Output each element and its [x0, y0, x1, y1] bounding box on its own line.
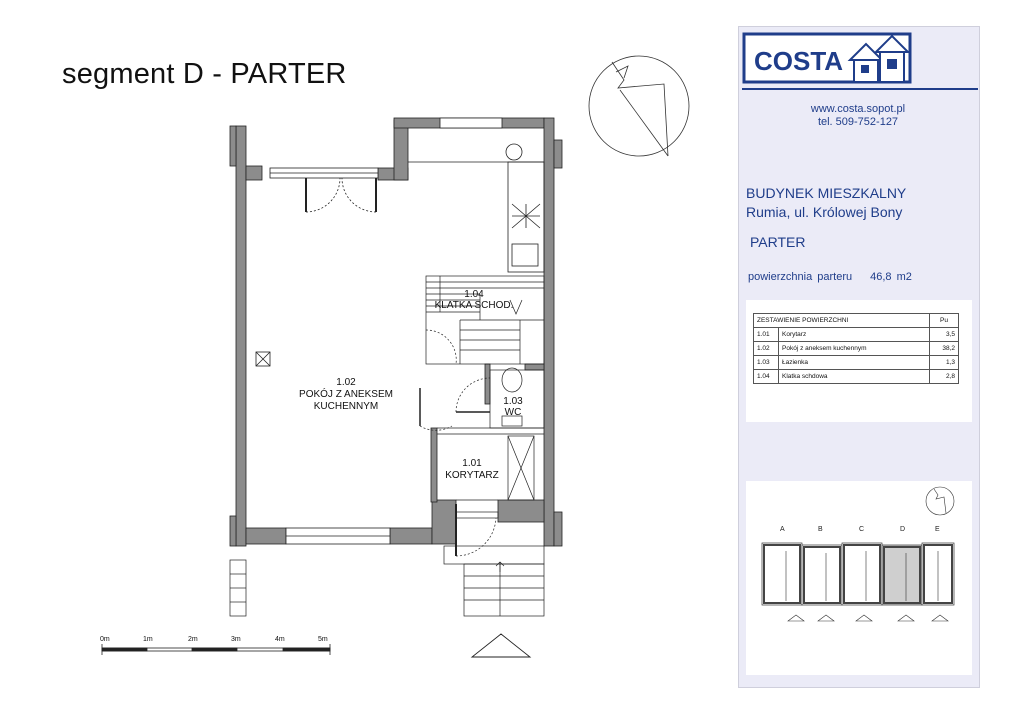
corridor [437, 427, 544, 557]
entrance-steps [229, 545, 545, 617]
orientation-triangle-icon [470, 633, 532, 658]
segment-label-d: D [900, 526, 905, 533]
row-no: 1.02 [753, 341, 779, 356]
building-type: BUDYNEK MIESZKALNY [746, 185, 907, 201]
costa-logo: COSTA [742, 32, 912, 84]
table-row: 1.01 Korytarz 3,5 [753, 327, 959, 342]
area-summary-table: ZESTAWIENIE POWIERZCHNI Pu 1.01 Korytarz… [753, 313, 959, 384]
table-row: 1.03 Łazienka 1,3 [753, 355, 959, 370]
room-label-pokoj: 1.02 POKÓJ Z ANEKSEM KUCHENNYM [299, 377, 393, 412]
north-arrow-icon [588, 55, 690, 157]
segment-label-e: E [935, 526, 940, 533]
scale-bar [101, 644, 331, 655]
scale-label-3: 3m [231, 636, 241, 643]
page-title: segment D - PARTER [62, 58, 347, 90]
walls [229, 117, 563, 547]
room-label-korytarz: 1.01 KORYTARZ [445, 458, 499, 481]
table-header-row: ZESTAWIENIE POWIERZCHNI Pu [753, 313, 959, 328]
table-header-pu: Pu [929, 313, 959, 328]
row-name: Klatka schdowa [778, 369, 930, 384]
area-label: powierzchnia parteru [748, 271, 853, 283]
building-address: Rumia, ul. Królowej Bony [746, 204, 903, 220]
phone-number: tel. 509-752-127 [817, 116, 899, 128]
row-no: 1.03 [753, 355, 779, 370]
scale-label-1: 1m [143, 636, 153, 643]
window-top [269, 167, 379, 213]
staircase [425, 275, 545, 365]
table-row: 1.02 Pokój z aneksem kuchennym 38,2 [753, 341, 959, 356]
row-name: Korytarz [778, 327, 930, 342]
floor-name: PARTER [750, 234, 806, 250]
segment-label-a: A [780, 526, 785, 533]
floor-area: powierzchnia parteru 46,8 m2 [748, 271, 912, 283]
segment-label-c: C [859, 526, 864, 533]
table-header-title: ZESTAWIENIE POWIERZCHNI [753, 313, 930, 328]
scale-label-5: 5m [318, 636, 328, 643]
building-info: BUDYNEK MIESZKALNY Rumia, ul. Królowej B… [746, 184, 906, 222]
segment-label-b: B [818, 526, 823, 533]
row-name: Łazienka [778, 355, 930, 370]
room-label-klatka: 1.04 KLATKA SCHOD. [434, 289, 514, 311]
website-link[interactable]: www.costa.sopot.pl [810, 103, 906, 115]
row-area: 2,8 [929, 369, 959, 384]
row-no: 1.01 [753, 327, 779, 342]
scale-label-0: 0m [100, 636, 110, 643]
site-north-icon [925, 486, 955, 516]
contact-info: www.costa.sopot.pl tel. 509-752-127 [738, 103, 978, 129]
table-row: 1.04 Klatka schdowa 2,8 [753, 369, 959, 384]
row-area: 3,5 [929, 327, 959, 342]
row-no: 1.04 [753, 369, 779, 384]
kitchen [408, 143, 545, 273]
logo-rule [742, 88, 978, 90]
house-logo-icon [847, 34, 911, 83]
window-top-right [439, 117, 503, 129]
scale-label-2: 2m [188, 636, 198, 643]
row-area: 38,2 [929, 341, 959, 356]
row-name: Pokój z aneksem kuchennym [778, 341, 930, 356]
vent-icon [255, 351, 271, 367]
area-value: 46,8 m2 [870, 271, 912, 283]
logo-text: COSTA [754, 46, 843, 76]
room-label-wc: 1.03 WC [503, 396, 523, 418]
scale-label-4: 4m [275, 636, 285, 643]
row-area: 1,3 [929, 355, 959, 370]
site-plan: A B C D E [761, 486, 955, 622]
